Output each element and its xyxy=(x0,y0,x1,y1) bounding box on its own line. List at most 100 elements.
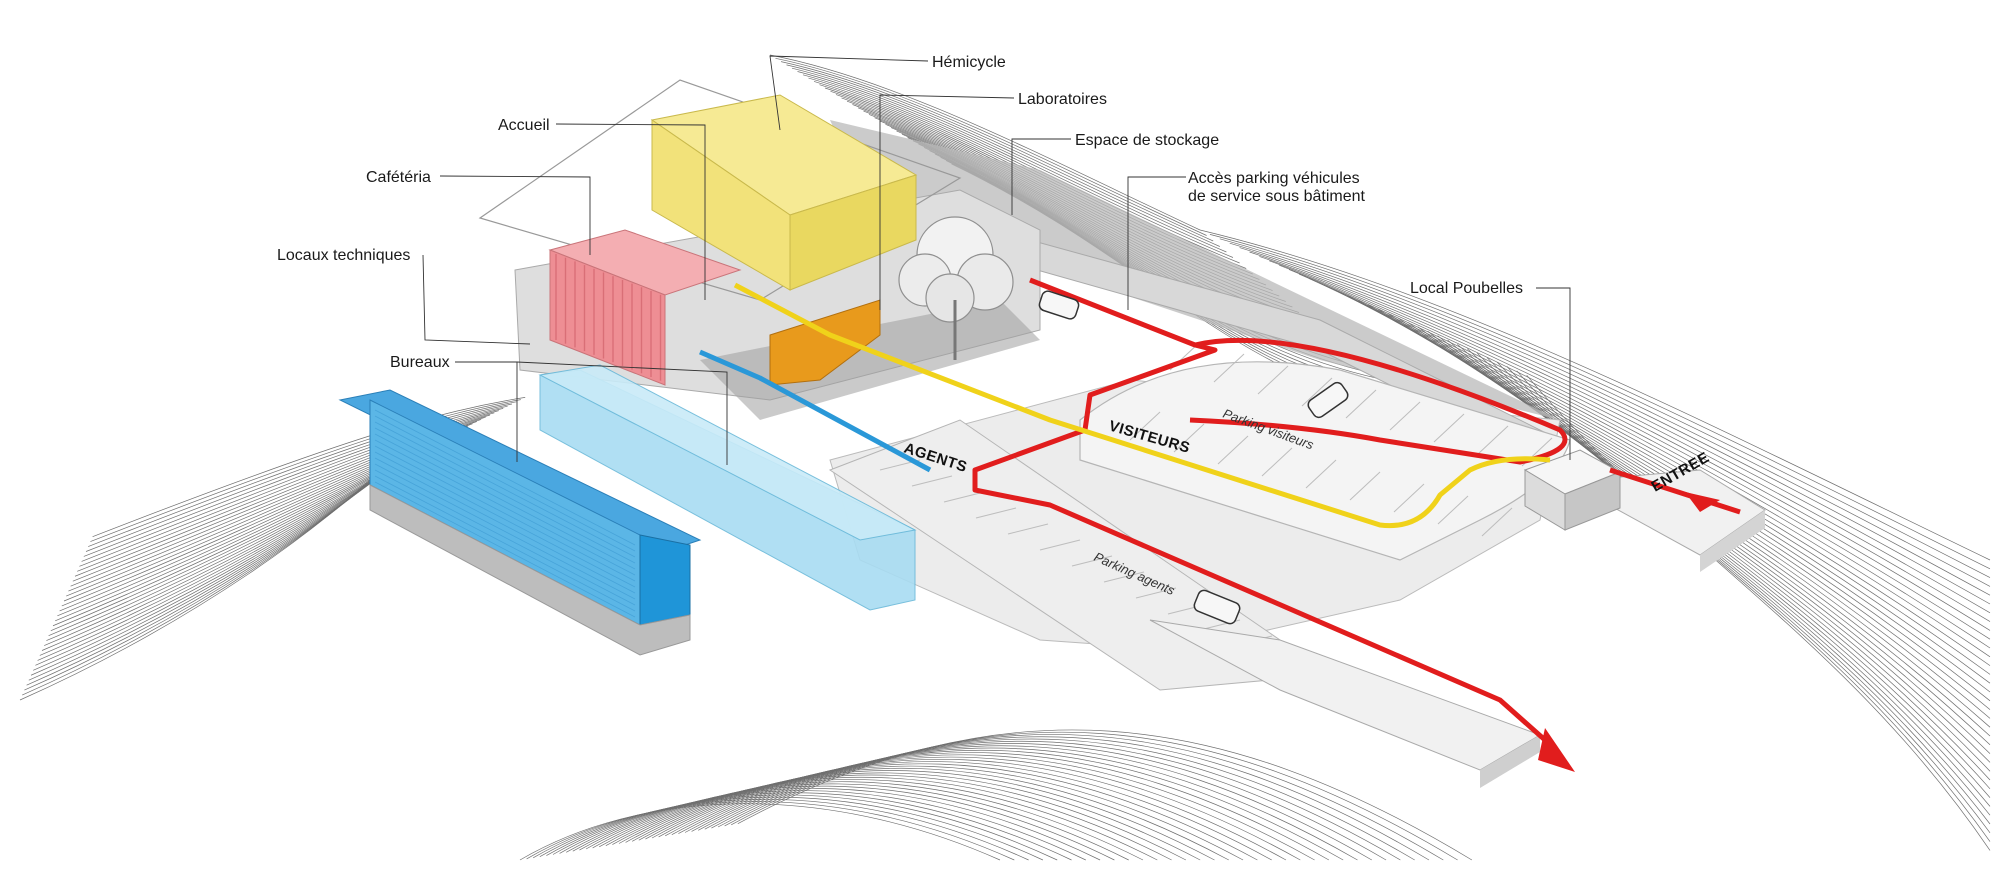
contour-line xyxy=(1229,242,1991,587)
contour-line xyxy=(77,412,495,572)
bin-room-side xyxy=(1564,471,1621,531)
contour-line xyxy=(678,749,1344,861)
contour-line xyxy=(83,405,508,557)
leader-acces-parking xyxy=(1127,176,1186,310)
laboratoires-volume xyxy=(769,299,881,386)
leader-espace-stockage xyxy=(1011,138,1071,215)
contour-line xyxy=(651,759,1287,861)
label-hemicycle: Hémicycle xyxy=(932,54,1006,71)
contour-line xyxy=(539,796,1044,861)
contour-line xyxy=(1328,286,1991,675)
contour-line xyxy=(1199,229,1991,561)
bureaux-stripe xyxy=(374,415,636,552)
contour-line xyxy=(1496,361,1991,825)
entrance-arrow-head xyxy=(1685,492,1720,512)
contour-line xyxy=(638,763,1258,861)
parking-bay-line xyxy=(1071,555,1113,567)
parking-bay-line xyxy=(1039,539,1081,551)
exit-ramp xyxy=(1149,619,1542,771)
contour-line xyxy=(618,770,1215,861)
rear-embankment xyxy=(830,120,1560,420)
contour-line xyxy=(786,64,1220,247)
parking-bay-line xyxy=(1349,471,1381,501)
parking-bay-line xyxy=(1103,571,1145,583)
bureaux-stripe xyxy=(374,475,636,612)
label-cafeteria: Cafétéria xyxy=(366,169,431,186)
label-accueil: Accueil xyxy=(498,117,550,134)
contour-line xyxy=(566,788,1101,861)
bureaux-stripe xyxy=(374,451,636,588)
contour-line xyxy=(592,779,1158,861)
parking-bay-line xyxy=(1213,353,1245,383)
exit-ramp-side xyxy=(1480,735,1540,788)
label-espace-stockage: Espace de stockage xyxy=(1075,132,1219,149)
bureaux-stripe xyxy=(374,445,636,582)
bureaux-plinth xyxy=(369,484,691,656)
label-local-poubelles: Local Poubelles xyxy=(1410,280,1523,297)
contour-line xyxy=(645,761,1272,861)
parking-bay-line xyxy=(1135,587,1177,599)
cafeteria-volume-front xyxy=(549,249,666,386)
contour-line xyxy=(1259,256,1991,614)
contour-line xyxy=(552,792,1072,861)
route-service-red-loop xyxy=(1189,337,1568,465)
contour-line xyxy=(632,765,1244,861)
contour-line xyxy=(1219,238,1991,578)
leader-locaux-techniques xyxy=(422,254,531,345)
parking-bay-line xyxy=(1301,377,1333,407)
contour-line xyxy=(658,756,1301,861)
contour-line xyxy=(612,772,1201,861)
contour-line xyxy=(599,776,1172,861)
bureaux-stripe xyxy=(374,421,636,558)
route-service-red xyxy=(972,277,1547,742)
leader-local-poubelles xyxy=(1536,287,1571,460)
contour-line xyxy=(79,410,499,567)
exit-arrow-head xyxy=(1538,728,1575,772)
contour-line xyxy=(769,54,1201,231)
parking-bay-line xyxy=(1305,459,1337,489)
bureaux-stripe xyxy=(374,469,636,606)
contour-line xyxy=(1318,282,1991,666)
entrance-lane-side xyxy=(1700,510,1765,572)
parking-bay-line xyxy=(1477,425,1509,455)
parking-bay-line xyxy=(943,491,985,503)
parking-bay-line xyxy=(1261,447,1293,477)
parking-bay-line xyxy=(1393,483,1425,513)
bureaux-stripe xyxy=(374,433,636,570)
contour-line xyxy=(625,767,1229,861)
contour-line xyxy=(717,736,1430,861)
contour-line xyxy=(1506,366,1991,834)
parking-bay-line xyxy=(911,475,953,487)
parking-bay-line xyxy=(1433,413,1465,443)
contour-line xyxy=(1269,260,1991,622)
cafeteria-facade-stripes xyxy=(555,254,662,381)
parking-bay-line xyxy=(1173,423,1205,453)
hemicycle-volume-side xyxy=(789,174,917,291)
contour-line xyxy=(579,783,1129,861)
contour-line xyxy=(90,399,521,542)
contour-line xyxy=(1249,251,1991,605)
label-bureaux: Bureaux xyxy=(390,354,450,371)
leader-hemicycle xyxy=(769,55,929,131)
contour-line xyxy=(797,71,1234,258)
contour-line xyxy=(585,781,1144,861)
contour-line xyxy=(1239,247,1991,596)
contour-line xyxy=(1308,278,1991,658)
contour-line xyxy=(519,803,1001,861)
bureaux-glass-top xyxy=(538,364,917,541)
contour-line xyxy=(791,67,1227,253)
parking-bay-line xyxy=(1437,495,1469,525)
parking-bay-line xyxy=(1129,411,1161,441)
visitor-parking-area xyxy=(1079,361,1571,561)
car-visitor xyxy=(1307,381,1349,419)
contour-line xyxy=(711,738,1415,861)
contour-line xyxy=(81,408,504,562)
contour-line xyxy=(775,57,1207,236)
parking-bay-line xyxy=(1345,389,1377,419)
contour-line xyxy=(572,785,1115,861)
leader-bureaux-2 xyxy=(516,361,728,465)
contour-line xyxy=(780,61,1214,242)
bureaux-stripe xyxy=(374,439,636,576)
contour-line xyxy=(1516,370,1991,842)
